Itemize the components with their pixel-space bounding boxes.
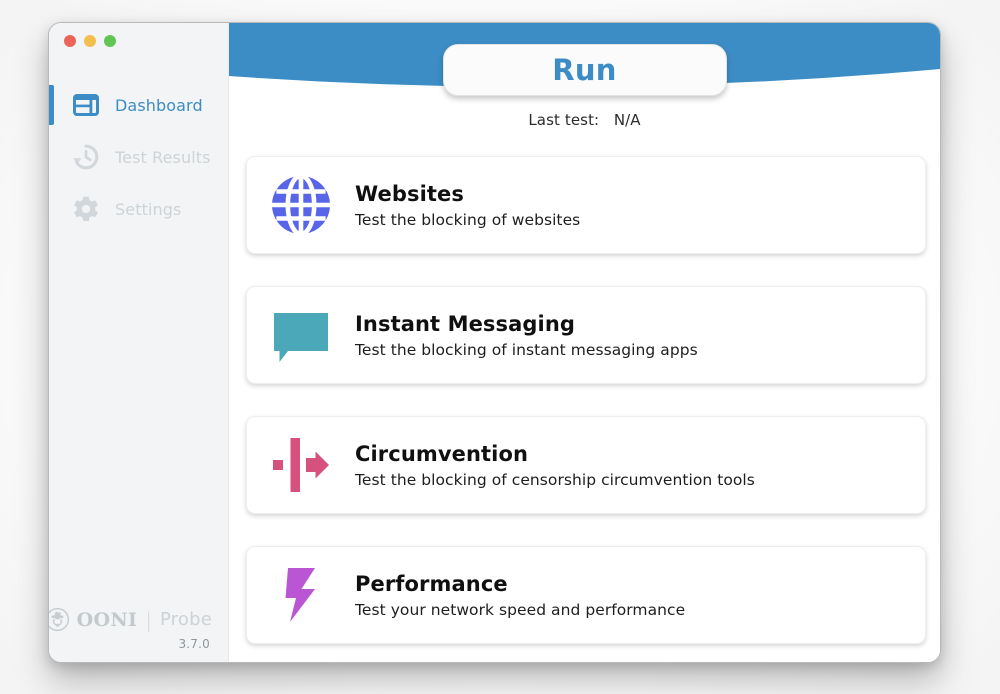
brand-product: Probe [159, 609, 212, 630]
run-button-label: Run [552, 53, 617, 87]
globe-icon [269, 173, 333, 237]
ooni-octopus-logo [49, 607, 70, 632]
sidebar-nav: Dashboard Test Results [49, 79, 228, 235]
run-button[interactable]: Run [442, 44, 727, 96]
sidebar-item-settings[interactable]: Settings [49, 183, 228, 235]
active-indicator [49, 85, 54, 125]
card-title: Instant Messaging [355, 311, 575, 336]
card-title: Websites [355, 181, 464, 206]
ooni-probe-brand: OONI | Probe [49, 607, 212, 632]
last-test-status: Last test: N/A [229, 111, 940, 129]
sidebar-item-label: Test Results [115, 147, 211, 167]
brand-name: OONI [76, 608, 138, 631]
lightning-bolt-icon [269, 563, 333, 627]
brand-separator: | [145, 607, 152, 632]
test-cards-list: Websites Test the blocking of websites I… [246, 156, 926, 644]
sidebar-item-label: Settings [115, 199, 182, 219]
app-window: Dashboard Test Results [48, 22, 941, 663]
card-description: Test your network speed and performance [355, 600, 686, 619]
card-performance[interactable]: Performance Test your network speed and … [246, 546, 926, 644]
card-instant-messaging[interactable]: Instant Messaging Test the blocking of i… [246, 286, 926, 384]
sidebar-item-dashboard[interactable]: Dashboard [49, 79, 228, 131]
card-title: Performance [355, 571, 508, 596]
app-version: 3.7.0 [178, 637, 210, 651]
last-test-label: Last test: [528, 111, 600, 129]
zoom-button[interactable] [104, 35, 116, 47]
card-websites[interactable]: Websites Test the blocking of websites [246, 156, 926, 254]
card-description: Test the blocking of censorship circumve… [355, 470, 755, 489]
sidebar: Dashboard Test Results [49, 23, 229, 662]
sidebar-item-label: Dashboard [115, 95, 203, 115]
speech-bubble-icon [269, 303, 333, 367]
history-clock-icon [71, 142, 101, 172]
sidebar-item-test-results[interactable]: Test Results [49, 131, 228, 183]
main-panel: Run Last test: N/A [229, 23, 940, 662]
circumvention-arrow-icon [269, 433, 333, 497]
card-title: Circumvention [355, 441, 529, 466]
dashboard-icon [71, 90, 101, 120]
close-button[interactable] [64, 35, 76, 47]
card-description: Test the blocking of websites [355, 210, 581, 229]
gear-icon [71, 194, 101, 224]
card-description: Test the blocking of instant messaging a… [355, 340, 698, 359]
last-test-value: N/A [613, 111, 641, 129]
card-circumvention[interactable]: Circumvention Test the blocking of censo… [246, 416, 926, 514]
minimize-button[interactable] [84, 35, 96, 47]
window-traffic-lights [64, 35, 116, 47]
